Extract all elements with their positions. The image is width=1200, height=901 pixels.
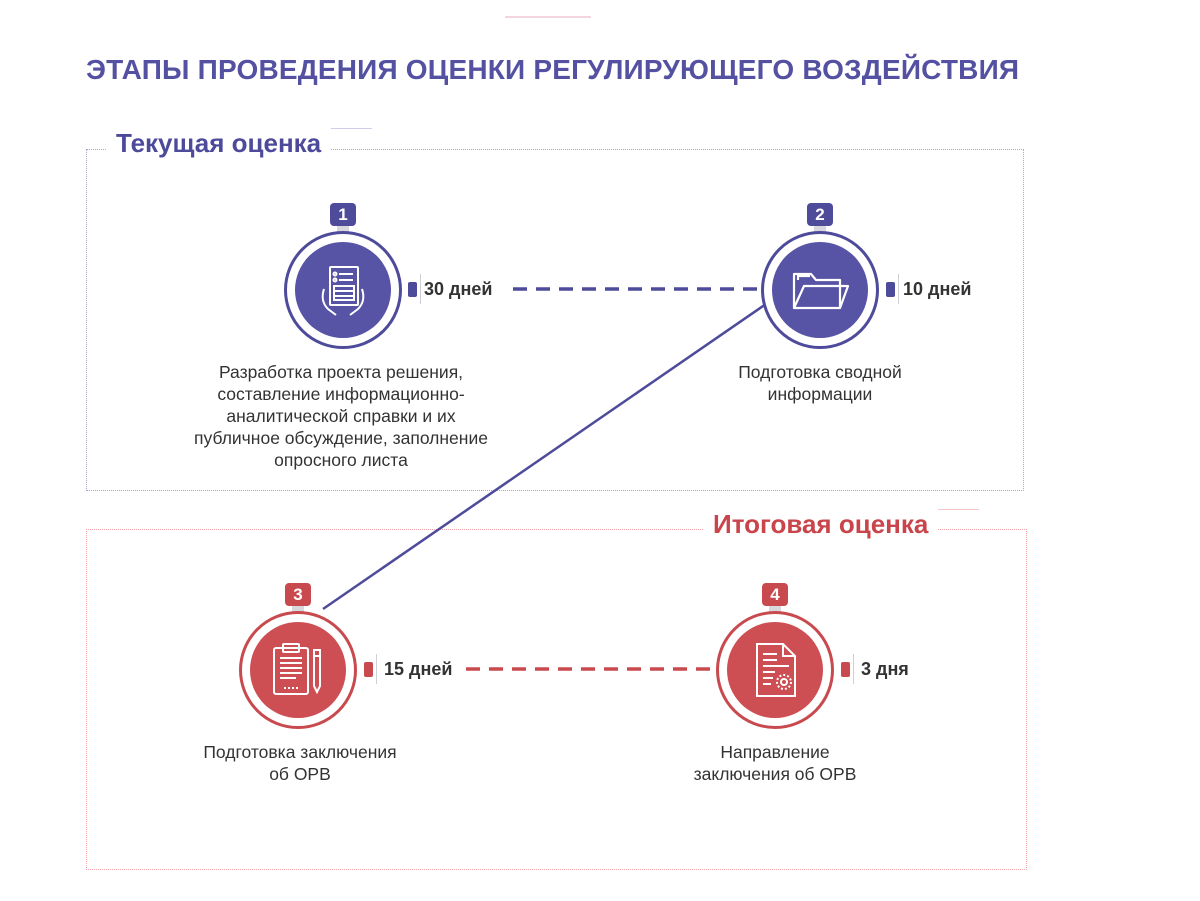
duration-marker: [841, 662, 850, 677]
stage-number-badge: 3: [285, 583, 311, 606]
duration-marker: [408, 282, 417, 297]
stage-label: Подготовка сводной информации: [670, 361, 970, 405]
page-title: ЭТАПЫ ПРОВЕДЕНИЯ ОЦЕНКИ РЕГУЛИРУЮЩЕГО ВО…: [86, 54, 1020, 85]
stage-duration: 3 дня: [861, 659, 909, 679]
certificate-document-icon: [727, 622, 823, 718]
stage-label-line: Подготовка сводной: [738, 362, 902, 382]
stage-label-line: составление информационно-: [217, 384, 465, 404]
stage-label-line: Подготовка заключения: [203, 742, 397, 762]
duration-tick: [853, 654, 854, 684]
final-assessment-box: [86, 529, 1027, 870]
stage-4-ring: [716, 611, 834, 729]
stage-number-badge: 4: [762, 583, 788, 606]
duration-marker: [886, 282, 895, 297]
form-document-icon: [295, 242, 391, 338]
stage-label-line: опросного листа: [274, 450, 408, 470]
clipboard-pen-icon: [250, 622, 346, 718]
stage-duration: 10 дней: [903, 279, 972, 299]
duration-tick: [898, 274, 899, 304]
stage-label-line: аналитической справки и их: [226, 406, 456, 426]
connector-2-3: [322, 302, 767, 611]
stage-number-badge: 2: [807, 203, 833, 226]
folder-icon: [772, 242, 868, 338]
stage-label: Подготовка заключения об ОРВ: [160, 741, 440, 785]
current-assessment-box: [86, 149, 1024, 491]
stage-badge-stem: [814, 226, 826, 232]
stage-label-line: заключения об ОРВ: [693, 764, 857, 784]
final-assessment-title: Итоговая оценка: [703, 509, 939, 540]
stage-label-line: информации: [767, 384, 873, 404]
stage-label-line: публичное обсуждение, заполнение: [194, 428, 488, 448]
stage-2-ring: [761, 231, 879, 349]
duration-tick: [420, 274, 421, 304]
duration-tick: [376, 654, 377, 684]
stage-label: Разработка проекта решения, составление …: [146, 361, 536, 471]
stage-label-line: Разработка проекта решения,: [218, 362, 464, 382]
stage-badge-stem: [769, 606, 781, 612]
stage-label: Направление заключения об ОРВ: [640, 741, 910, 785]
stage-duration: 30 дней: [424, 279, 493, 299]
stage-3-ring: [239, 611, 357, 729]
stage-badge-stem: [337, 226, 349, 232]
current-assessment-title: Текущая оценка: [106, 128, 332, 159]
stage-label-line: об ОРВ: [269, 764, 331, 784]
stage-duration: 15 дней: [384, 659, 453, 679]
stage-number-badge: 1: [330, 203, 356, 226]
stage-badge-stem: [292, 606, 304, 612]
stage-1-ring: [284, 231, 402, 349]
stage-label-line: Направление: [720, 742, 830, 762]
top-accent-line: [505, 16, 591, 18]
duration-marker: [364, 662, 373, 677]
